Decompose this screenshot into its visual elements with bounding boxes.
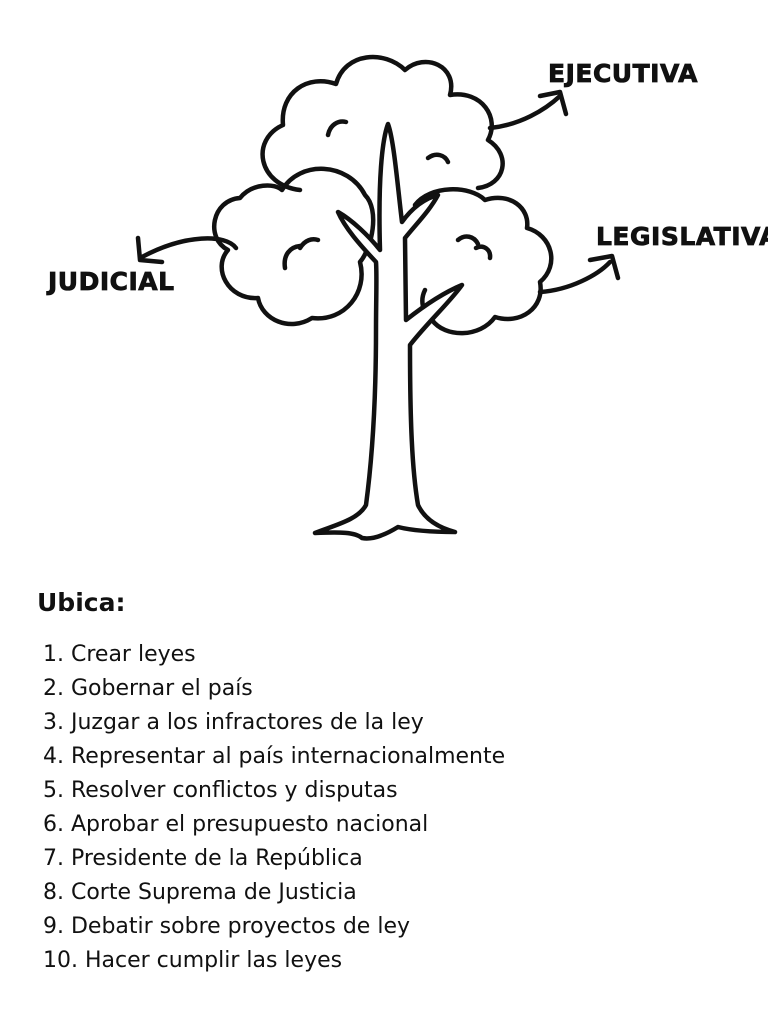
list-item: 1. Crear leyes xyxy=(43,642,196,667)
label-judicial: JUDICIAL xyxy=(46,267,175,296)
arrow-ejecutiva-head xyxy=(537,89,569,117)
list-item: 8. Corte Suprema de Justicia xyxy=(43,880,357,905)
crown-detail-5 xyxy=(455,234,481,247)
crown-top xyxy=(260,54,505,193)
crown-right xyxy=(412,187,554,336)
task-list: 1. Crear leyes 2. Gobernar el país 3. Ju… xyxy=(37,638,737,978)
crown-detail-3 xyxy=(282,243,303,271)
list-item: 6. Aprobar el presupuesto nacional xyxy=(43,812,429,837)
arrow-judicial xyxy=(139,236,239,260)
arrow-ejecutiva xyxy=(487,93,563,131)
label-ejecutiva: EJECUTIVA xyxy=(548,59,698,88)
list-item: 4. Representar al país internacionalment… xyxy=(43,744,506,769)
list-item: 7. Presidente de la República xyxy=(43,846,363,871)
crown-detail-1 xyxy=(325,119,349,138)
crown-detail-2 xyxy=(425,152,451,165)
arrow-judicial-head xyxy=(135,235,165,265)
arrow-legislativa-head xyxy=(587,253,621,281)
trunk xyxy=(312,121,465,541)
crown-detail-6 xyxy=(473,244,493,261)
tree-diagram: EJECUTIVA LEGISLATIVA JUDICIAL xyxy=(46,54,768,541)
instructions: Ubica: 1. Crear leyes 2. Gobernar el paí… xyxy=(37,586,737,978)
crown-detail-4 xyxy=(297,237,321,251)
list-item: 3. Juzgar a los infractores de la ley xyxy=(43,710,424,735)
crown-left xyxy=(211,166,376,327)
list-item: 2. Gobernar el país xyxy=(43,676,253,701)
label-legislativa: LEGISLATIVA xyxy=(596,222,768,251)
arrow-legislativa xyxy=(537,259,613,295)
list-item: 10. Hacer cumplir las leyes xyxy=(43,948,343,973)
list-item: 5. Resolver conflictos y disputas xyxy=(43,778,398,803)
list-item: 9. Debatir sobre proyectos de ley xyxy=(43,914,410,939)
instructions-title: Ubica: xyxy=(37,588,126,617)
